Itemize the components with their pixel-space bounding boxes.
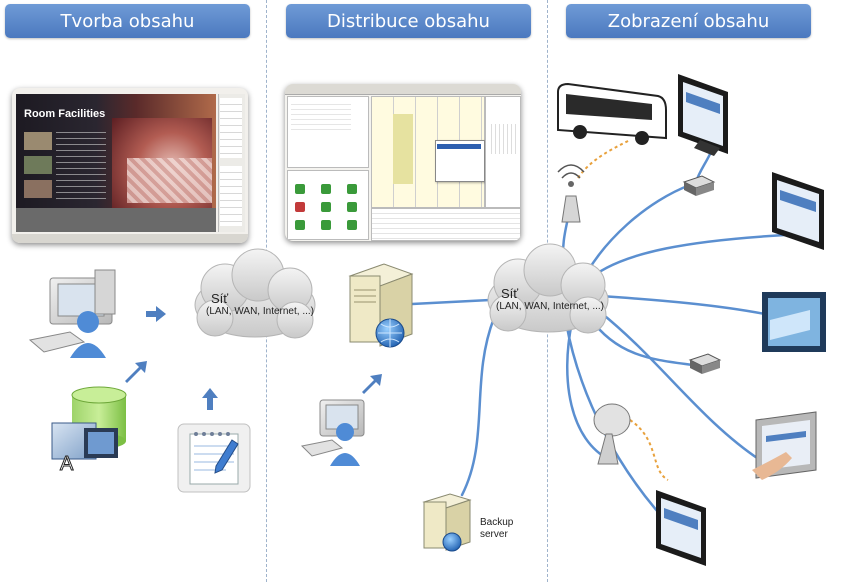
- projection-screen-icon: [762, 292, 826, 352]
- cloud-right-title: Síť: [501, 286, 519, 301]
- touch-kiosk-icon: [752, 411, 817, 480]
- scheduler-screenshot: [285, 84, 521, 241]
- arrow-up-right-icon: [125, 361, 147, 383]
- player-box-icon-1: [682, 175, 716, 196]
- room-facilities-screenshot: Room Facilities: [12, 88, 248, 243]
- operator-workstation-icon: [300, 399, 365, 466]
- backup-label-line1: Backup: [480, 517, 514, 528]
- cloud-right-shape: [487, 243, 609, 334]
- cloud-left-shape: [194, 248, 316, 339]
- arrow-up-right-icon-2: [362, 374, 382, 394]
- wireless-signals: [577, 139, 669, 481]
- monitor-icon-3: [656, 490, 706, 566]
- cloud-right-label: Síť (LAN, WAN, Internet, ...): [495, 287, 605, 313]
- arrow-right-icon: [146, 306, 166, 322]
- database-media-icon: A: [51, 386, 127, 476]
- cloud-left-label: Síť (LAN, WAN, Internet, ...): [205, 292, 315, 318]
- satellite-dish-icon: [593, 403, 631, 465]
- arrows: [125, 306, 382, 410]
- header-content-creation: Tvorba obsahu: [5, 4, 250, 38]
- cloud-left-subtitle: (LAN, WAN, Internet, ...): [206, 306, 314, 317]
- backup-server-label: Backup server: [480, 517, 513, 541]
- distribution-server-icon: [348, 263, 414, 348]
- monitor-icon-2: [772, 172, 824, 250]
- notepad-icon: [177, 423, 251, 493]
- header-content-display: Zobrazení obsahu: [566, 4, 811, 38]
- workstation-user-icon: [28, 269, 116, 358]
- arrow-up-icon: [202, 388, 218, 410]
- bus-icon: [557, 82, 667, 145]
- svg-text:A: A: [60, 453, 74, 475]
- player-box-icon-2: [688, 353, 722, 374]
- backup-label-line2: server: [480, 529, 508, 540]
- room-facilities-title: Room Facilities: [24, 108, 106, 120]
- cloud-right-subtitle: (LAN, WAN, Internet, ...): [496, 301, 604, 312]
- header-content-distribution: Distribuce obsahu: [286, 4, 531, 38]
- monitor-icon-1: [678, 74, 728, 156]
- cloud-left-title: Síť: [211, 291, 229, 306]
- backup-server-icon: [422, 493, 472, 552]
- antenna-icon: [557, 164, 585, 223]
